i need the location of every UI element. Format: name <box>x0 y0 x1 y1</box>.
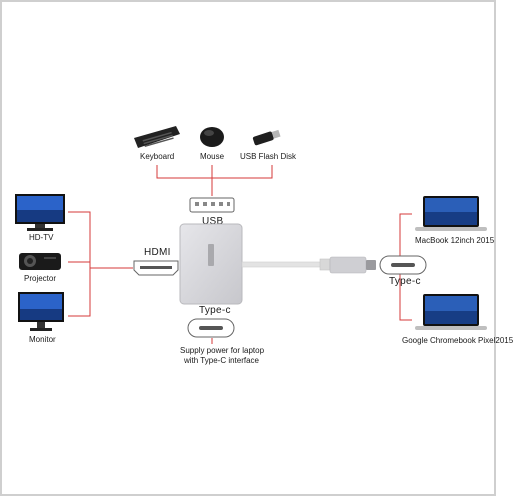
usb-port-label: USB <box>202 216 224 227</box>
adapter-body <box>179 223 380 319</box>
usb-flash-disk-label: USB Flash Disk <box>240 152 297 161</box>
macbook-label: MacBook 12inch 2015 <box>415 236 495 245</box>
hd-tv-icon <box>15 194 65 237</box>
keyboard-label: Keyboard <box>140 152 175 161</box>
supply-note-line2: with Type-C interface <box>184 356 259 365</box>
type-c-bottom-port-icon <box>187 318 235 343</box>
hdmi-port-label: HDMI <box>144 247 171 258</box>
connector-lines <box>68 165 412 344</box>
keyboard-icon <box>132 124 182 155</box>
usb-flash-disk-icon <box>249 128 283 151</box>
chromebook-icon <box>415 294 487 337</box>
hd-tv-label: HD-TV <box>29 233 54 242</box>
type-c-right-port-icon <box>379 255 427 280</box>
type-c-bottom-label: Type-c <box>199 305 231 316</box>
mouse-icon <box>198 124 226 155</box>
projector-label: Projector <box>24 274 57 283</box>
hdmi-port-icon <box>133 260 179 281</box>
supply-note-line1: Supply power for laptop <box>180 346 265 355</box>
image-frame <box>0 0 496 496</box>
mouse-label: Mouse <box>200 152 225 161</box>
macbook-icon <box>415 196 487 237</box>
type-c-right-label: Type-c <box>389 276 421 287</box>
monitor-icon <box>18 292 64 337</box>
usb-port-icon <box>189 197 235 218</box>
projector-icon <box>18 250 62 277</box>
monitor-label: Monitor <box>29 335 56 344</box>
chromebook-label: Google Chromebook Pixel2015 <box>402 336 513 345</box>
